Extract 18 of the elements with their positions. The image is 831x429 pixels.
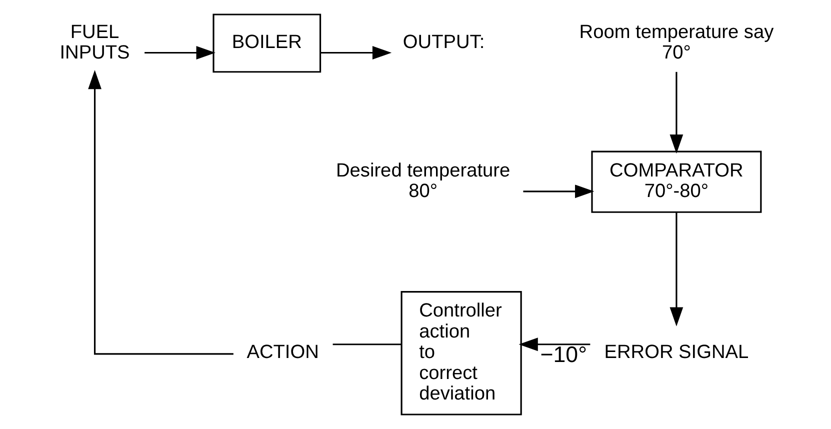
node-text: ERROR SIGNAL [604, 342, 749, 364]
node-text: OUTPUT: [402, 32, 485, 54]
node-box: BOILER [212, 14, 322, 73]
arrow [523, 184, 594, 198]
node-text: Room temperature say 70° [579, 22, 774, 64]
arrow [670, 72, 684, 154]
node-text: FUEL INPUTS [60, 22, 130, 64]
node-box: Controller action to correct deviation [400, 291, 522, 416]
edge-label: −10° [540, 342, 588, 368]
arrow [320, 46, 392, 60]
node-box: COMPARATOR 70°-80° [591, 150, 762, 213]
node-text: ACTION [246, 342, 319, 364]
arrow [144, 46, 216, 60]
arrow [518, 338, 590, 352]
connector [332, 344, 402, 346]
arrow [670, 212, 684, 326]
node-text: Desired temperature 80° [336, 160, 510, 202]
arrow [88, 70, 234, 355]
